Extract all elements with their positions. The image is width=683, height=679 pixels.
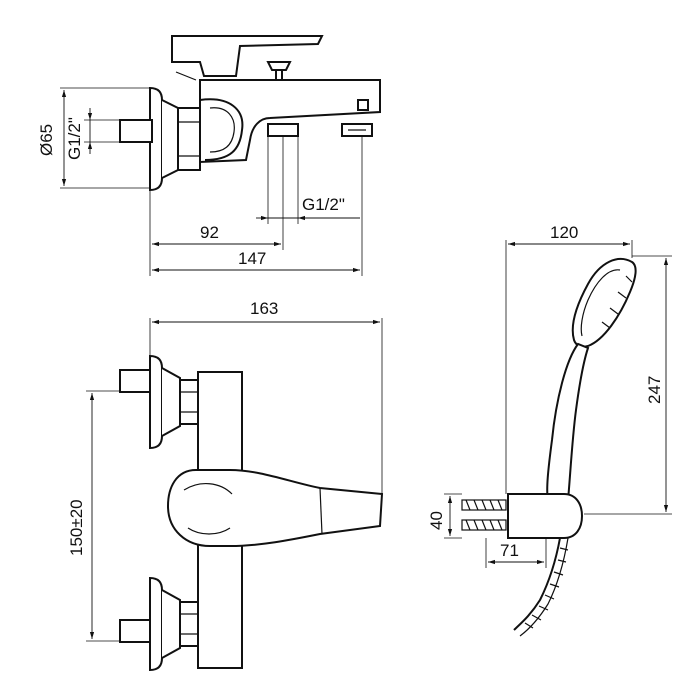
front-view-dimensions: 163 150±20 (67, 299, 383, 642)
dim-bracket-height-label: 40 (427, 511, 446, 530)
dim-inlet-thread-label: G1/2" (65, 117, 84, 160)
top-view-mixer (119, 35, 381, 192)
dim-centers-label: 150±20 (67, 499, 86, 556)
front-view-mixer (119, 354, 384, 672)
top-view-dimensions: Ø65 G1/2" G1/2" 92 147 (37, 87, 363, 276)
dim-outlet-thread-label: G1/2" (302, 195, 345, 214)
wall-plug-top (461, 499, 507, 511)
shower-dimensions: 120 247 40 71 (427, 223, 672, 568)
dim-bracket-depth-label: 71 (500, 541, 519, 560)
hand-shower (461, 257, 637, 637)
dim-outlet-offset-label: 92 (200, 223, 219, 242)
wall-plug-bottom (461, 519, 507, 531)
dim-width-label: 163 (250, 299, 278, 318)
dim-head-width-label: 120 (550, 223, 578, 242)
dim-diameter-label: Ø65 (37, 124, 56, 156)
dim-height-label: 247 (645, 376, 664, 404)
dim-depth-label: 147 (238, 249, 266, 268)
